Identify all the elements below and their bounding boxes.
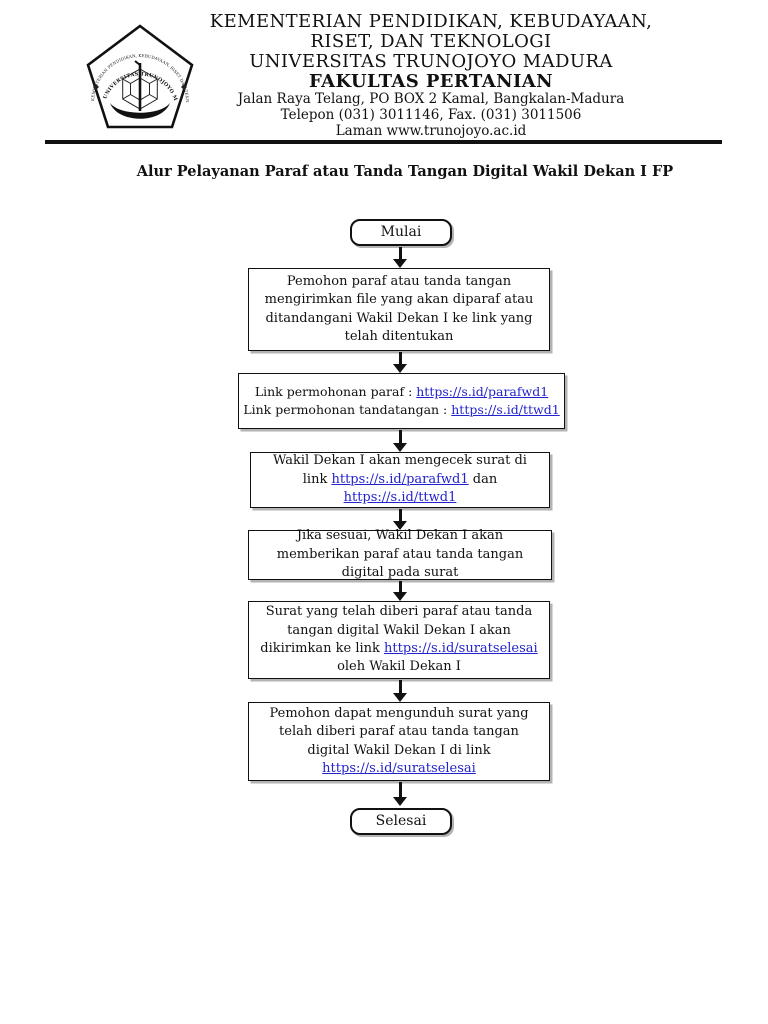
end-label: Selesai [375, 812, 427, 829]
ministry-name-line1: KEMENTERIAN PENDIDIKAN, KEBUDAYAAN, [209, 11, 653, 32]
flow-node-step4: Jika sesuai, Wakil Dekan I akan memberik… [248, 528, 552, 581]
university-seal-logo: KEMENTERIAN PENDIDIKAN, KEBUDAYAAN, RISE… [84, 22, 194, 129]
flow-arrow [392, 509, 408, 530]
flow-arrow [392, 247, 408, 268]
phone-fax-line: Telepon (031) 3011146, Fax. (031) 301150… [280, 107, 582, 123]
university-name: UNIVERSITAS TRUNOJOYO MADURA [249, 51, 613, 72]
keris-icon [134, 60, 142, 111]
step4-text: Jika sesuai, Wakil Dekan I akan memberik… [276, 528, 524, 581]
right-diamond-icon [181, 84, 187, 90]
signature-request-link[interactable]: https://s.id/ttwd1 [451, 402, 560, 417]
crescent-icon [110, 103, 170, 119]
paraf-request-link[interactable]: https://s.id/parafwd1 [416, 384, 549, 400]
step2-row2: Link permohonan tandatangan : https://s.… [243, 401, 559, 419]
flow-arrow [392, 581, 408, 601]
flow-node-end: Selesai [350, 808, 452, 835]
letterhead: KEMENTERIAN PENDIDIKAN, KEBUDAYAAN, RISE… [170, 11, 692, 140]
flow-arrow [392, 430, 408, 452]
flow-node-step5: Surat yang telah diberi paraf atau tanda… [248, 601, 550, 679]
header-divider [45, 140, 722, 144]
step6-text-before: Pemohon dapat mengunduh surat yang telah… [269, 705, 529, 758]
address-line: Jalan Raya Telang, PO BOX 2 Kamal, Bangk… [237, 91, 625, 107]
step6-text: Pemohon dapat mengunduh surat yang telah… [258, 705, 540, 779]
step2-row1: Link permohonan paraf : https://s.id/par… [255, 383, 548, 401]
start-label: Mulai [380, 223, 422, 240]
download-letter-link[interactable]: https://s.id/suratselesai [322, 760, 476, 776]
step3-connector: dan [468, 471, 498, 487]
signature-check-link[interactable]: https://s.id/ttwd1 [343, 490, 457, 506]
flow-arrow [392, 352, 408, 373]
flowchart-title: Alur Pelayanan Paraf atau Tanda Tangan D… [136, 163, 674, 180]
step3-text: Wakil Dekan I akan mengecek surat di lin… [260, 452, 540, 507]
website-line: Laman www.trunojoyo.ac.id [335, 123, 527, 139]
step3-text-before: Wakil Dekan I akan mengecek surat di lin… [273, 453, 527, 487]
step5-text-after: oleh Wakil Dekan I [337, 659, 461, 675]
paraf-check-link[interactable]: https://s.id/parafwd1 [331, 471, 469, 487]
flow-node-start: Mulai [350, 219, 452, 246]
flow-node-step2: Link permohonan paraf : https://s.id/par… [238, 373, 565, 429]
faculty-name: FAKULTAS PERTANIAN [309, 71, 553, 92]
flow-arrow [392, 782, 408, 806]
flow-node-step6: Pemohon dapat mengunduh surat yang telah… [248, 702, 550, 781]
step2-row1-label: Link permohonan paraf : [254, 384, 417, 400]
finished-letter-link[interactable]: https://s.id/suratselesai [384, 641, 538, 656]
flow-node-step3: Wakil Dekan I akan mengecek surat di lin… [250, 452, 550, 508]
step5-text: Surat yang telah diberi paraf atau tanda… [258, 603, 540, 677]
left-diamond-icon [93, 84, 99, 90]
step5-text-before: Surat yang telah diberi paraf atau tanda… [260, 604, 533, 656]
flow-node-step1: Pemohon paraf atau tanda tangan mengirim… [248, 268, 550, 351]
flow-arrow [392, 680, 408, 702]
ministry-name-line2: RISET, DAN TEKNOLOGI [310, 31, 552, 52]
step1-text: Pemohon paraf atau tanda tangan mengirim… [264, 273, 534, 344]
step2-row2-label: Link permohonan tandatangan : [243, 402, 452, 417]
